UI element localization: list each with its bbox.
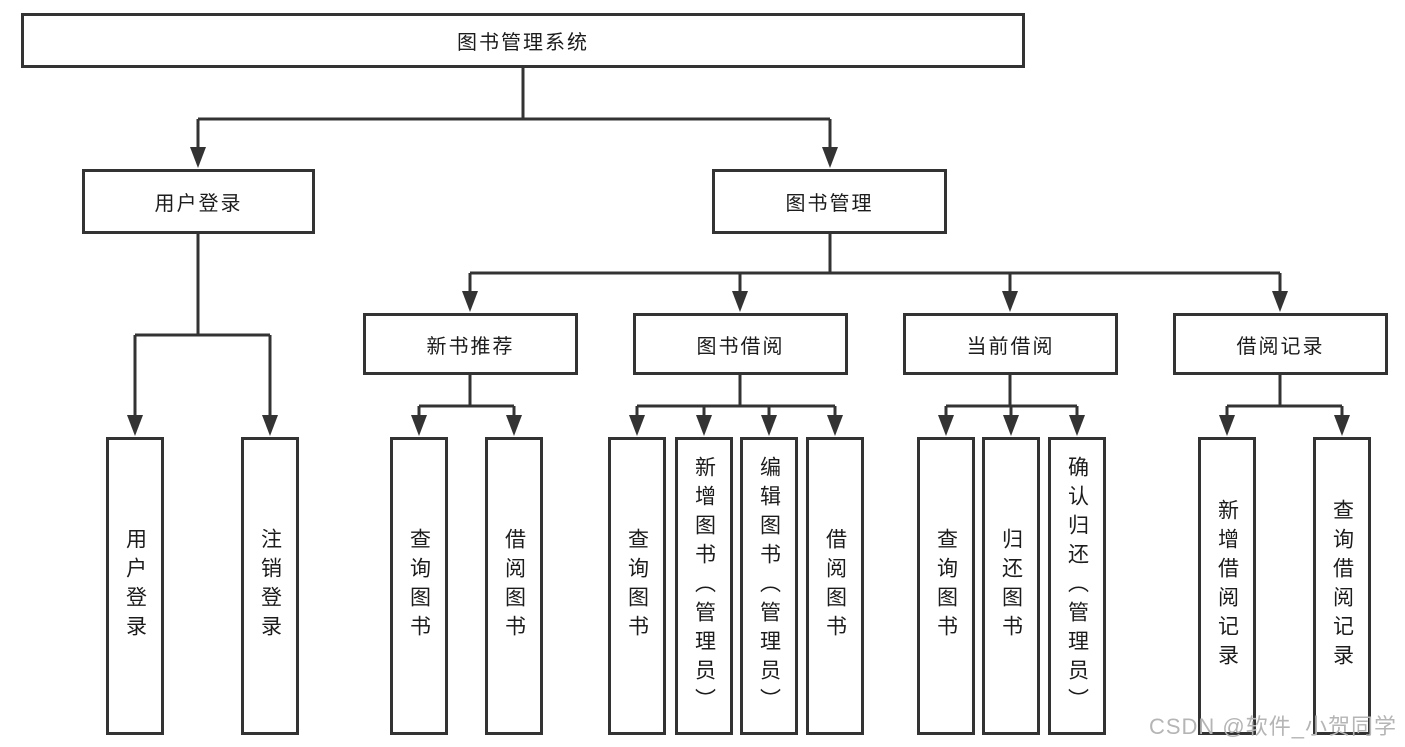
node-user-login: 用户登录	[82, 169, 315, 234]
arrowhead-icon	[1069, 415, 1085, 436]
connector-new-book-recommendation	[417, 375, 516, 420]
node-borrowing-records: 借阅记录	[1173, 313, 1388, 375]
arrowhead-icon	[462, 291, 478, 312]
arrowhead-icon	[1003, 415, 1019, 436]
node-cb-confirm-return-admin: 确认归还（管理员）	[1048, 437, 1106, 735]
arrowhead-icon	[262, 415, 278, 436]
connector-root	[196, 68, 832, 152]
connector-book-borrowing	[635, 375, 837, 420]
node-bb-edit-books-admin: 编辑图书（管理员）	[740, 437, 798, 735]
arrowhead-icon	[190, 147, 206, 168]
connector-book-management	[468, 234, 1282, 296]
arrowhead-icon	[1002, 291, 1018, 312]
node-current-borrowing: 当前借阅	[903, 313, 1118, 375]
arrowhead-icon	[761, 415, 777, 436]
arrowhead-icon	[938, 415, 954, 436]
arrowhead-icon	[629, 415, 645, 436]
arrowhead-icon	[1334, 415, 1350, 436]
arrowhead-icon	[822, 147, 838, 168]
node-cb-return-books: 归还图书	[982, 437, 1040, 735]
node-book-management: 图书管理	[712, 169, 947, 234]
node-bb-borrow-books: 借阅图书	[806, 437, 864, 735]
arrowhead-icon	[506, 415, 522, 436]
node-book-borrowing: 图书借阅	[633, 313, 848, 375]
arrowhead-icon	[696, 415, 712, 436]
node-leaf-user-login: 用户登录	[106, 437, 164, 735]
node-library-management-system: 图书管理系统	[21, 13, 1025, 68]
arrowhead-icon	[411, 415, 427, 436]
node-bb-add-books-admin: 新增图书（管理员）	[675, 437, 733, 735]
arrowhead-icon	[732, 291, 748, 312]
node-nbr-query-books: 查询图书	[390, 437, 448, 735]
node-leaf-logout: 注销登录	[241, 437, 299, 735]
arrowhead-icon	[1272, 291, 1288, 312]
arrowhead-icon	[827, 415, 843, 436]
node-br-add-record: 新增借阅记录	[1198, 437, 1256, 735]
watermark: CSDN @软件_小贺同学	[1148, 714, 1397, 739]
arrowhead-icon	[1219, 415, 1235, 436]
connector-current-borrowing	[944, 375, 1079, 420]
connector-user-login	[133, 234, 272, 420]
node-nbr-borrow-books: 借阅图书	[485, 437, 543, 735]
node-bb-query-books: 查询图书	[608, 437, 666, 735]
node-cb-query-books: 查询图书	[917, 437, 975, 735]
connector-borrowing-records	[1225, 375, 1344, 420]
arrowhead-icon	[127, 415, 143, 436]
node-new-book-recommendation: 新书推荐	[363, 313, 578, 375]
node-br-query-record: 查询借阅记录	[1313, 437, 1371, 735]
